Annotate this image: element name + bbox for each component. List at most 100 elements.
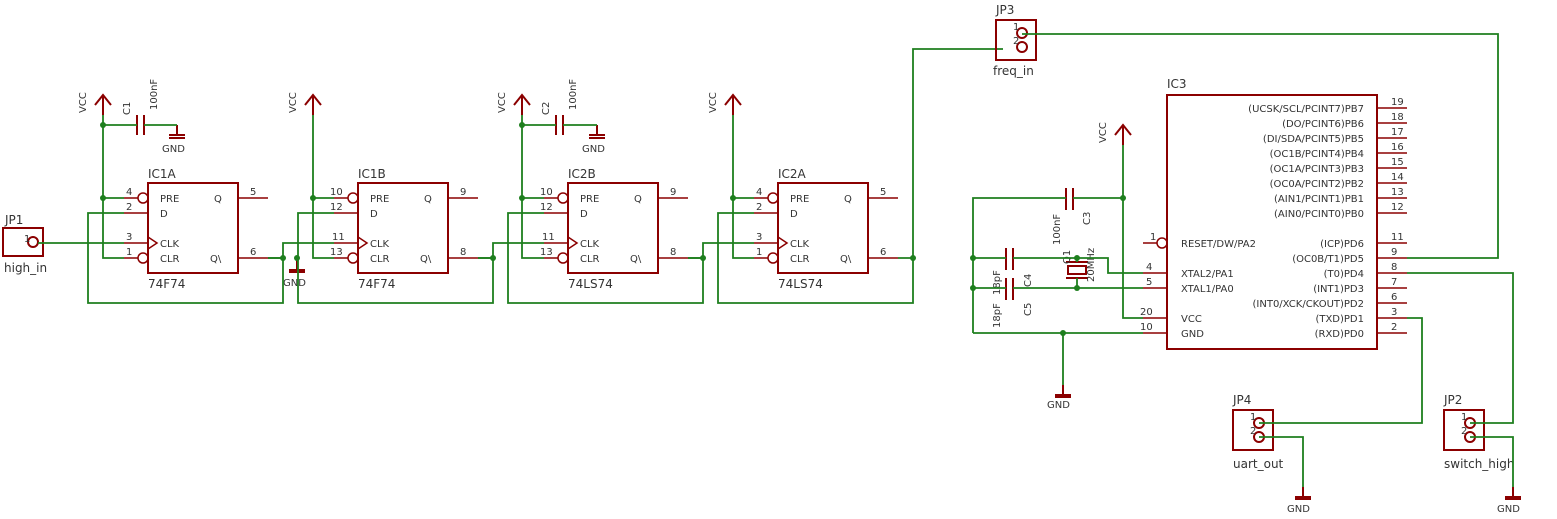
gnd-symbol-jp2: GND bbox=[1497, 486, 1522, 515]
c2-capacitor: C2 100nF GND bbox=[541, 79, 606, 155]
svg-text:11: 11 bbox=[542, 232, 555, 243]
svg-text:(T0)PD4: (T0)PD4 bbox=[1324, 269, 1364, 280]
svg-text:9: 9 bbox=[670, 187, 676, 198]
svg-text:GND: GND bbox=[1047, 400, 1070, 411]
jp4-header: JP4 uart_out 1 2 bbox=[1232, 393, 1284, 471]
c5-capacitor: 18pF C5 bbox=[992, 278, 1034, 328]
svg-text:VCC: VCC bbox=[497, 92, 508, 113]
ic2a-flipflop: IC2A 74LS74 PRE D CLK CLR Q Q\ 4 2 3 1 5… bbox=[753, 167, 899, 291]
svg-text:(INT0/XCK/CKOUT)PD2: (INT0/XCK/CKOUT)PD2 bbox=[1253, 299, 1365, 310]
svg-text:1: 1 bbox=[24, 234, 30, 245]
svg-text:2: 2 bbox=[756, 202, 762, 213]
svg-text:100nF: 100nF bbox=[568, 79, 579, 110]
svg-text:20: 20 bbox=[1140, 307, 1153, 318]
svg-text:1: 1 bbox=[1013, 22, 1019, 33]
svg-text:1: 1 bbox=[1250, 412, 1256, 423]
svg-text:CLR: CLR bbox=[370, 254, 390, 265]
svg-text:CLK: CLK bbox=[160, 239, 180, 250]
svg-text:18pF: 18pF bbox=[992, 270, 1003, 295]
svg-text:3: 3 bbox=[756, 232, 762, 243]
svg-text:CLK: CLK bbox=[370, 239, 390, 250]
svg-text:12: 12 bbox=[330, 202, 343, 213]
svg-text:8: 8 bbox=[670, 247, 676, 258]
svg-text:(RXD)PD0: (RXD)PD0 bbox=[1315, 329, 1364, 340]
svg-text:1: 1 bbox=[756, 247, 762, 258]
svg-text:C3: C3 bbox=[1082, 212, 1093, 225]
svg-text:GND: GND bbox=[283, 278, 306, 289]
gnd-symbol-ff: GND bbox=[283, 259, 306, 289]
c3-capacitor: 100nF C3 bbox=[1052, 188, 1093, 245]
svg-text:8: 8 bbox=[1391, 262, 1397, 273]
ic1a-label: IC1A bbox=[148, 167, 177, 181]
svg-text:3: 3 bbox=[126, 232, 132, 243]
svg-text:10: 10 bbox=[1140, 322, 1153, 333]
svg-text:6: 6 bbox=[1391, 292, 1397, 303]
vcc-symbol-5: VCC bbox=[1098, 122, 1132, 146]
svg-text:16: 16 bbox=[1391, 142, 1404, 153]
svg-text:(TXD)PD1: (TXD)PD1 bbox=[1315, 314, 1364, 325]
svg-text:D: D bbox=[160, 209, 168, 220]
freq-in-label: freq_in bbox=[993, 64, 1034, 78]
q1-crystal: Q1 20MHz bbox=[1062, 248, 1097, 282]
svg-text:5: 5 bbox=[250, 187, 256, 198]
svg-text:1: 1 bbox=[126, 247, 132, 258]
ic1b-flipflop: IC1B 74F74 PRE D CLK CLR Q Q\ 10 12 11 1… bbox=[330, 167, 479, 291]
vcc-symbol-2: VCC bbox=[288, 92, 322, 116]
svg-text:5: 5 bbox=[1146, 277, 1152, 288]
svg-text:12: 12 bbox=[540, 202, 553, 213]
jp1-label: JP1 bbox=[4, 213, 23, 227]
ic1a-part: 74F74 bbox=[148, 277, 185, 291]
svg-text:Q\: Q\ bbox=[840, 254, 852, 265]
ic2a-label: IC2A bbox=[778, 167, 807, 181]
svg-text:Q\: Q\ bbox=[210, 254, 222, 265]
svg-text:13: 13 bbox=[330, 247, 343, 258]
svg-text:C2: C2 bbox=[541, 102, 552, 115]
ic2b-part: 74LS74 bbox=[568, 277, 613, 291]
ic1b-label: IC1B bbox=[358, 167, 386, 181]
svg-text:17: 17 bbox=[1391, 127, 1404, 138]
gnd-symbol-jp4: GND bbox=[1287, 486, 1312, 515]
svg-text:D: D bbox=[370, 209, 378, 220]
svg-text:14: 14 bbox=[1391, 172, 1404, 183]
svg-text:RESET/DW/PA2: RESET/DW/PA2 bbox=[1181, 239, 1256, 250]
svg-text:Q\: Q\ bbox=[420, 254, 432, 265]
svg-text:CLR: CLR bbox=[790, 254, 810, 265]
svg-text:Q\: Q\ bbox=[630, 254, 642, 265]
svg-text:9: 9 bbox=[460, 187, 466, 198]
svg-text:Q: Q bbox=[424, 194, 432, 205]
svg-text:4: 4 bbox=[756, 187, 762, 198]
svg-text:XTAL2/PA1: XTAL2/PA1 bbox=[1181, 269, 1234, 280]
svg-text:20MHz: 20MHz bbox=[1086, 248, 1097, 282]
switch-high-label: switch_high bbox=[1444, 457, 1514, 471]
svg-text:18: 18 bbox=[1391, 112, 1404, 123]
gnd-symbol-ic3: GND bbox=[1047, 384, 1072, 411]
svg-text:GND: GND bbox=[582, 144, 605, 155]
svg-text:(DI/SDA/PCINT5)PB5: (DI/SDA/PCINT5)PB5 bbox=[1263, 134, 1364, 145]
svg-text:PRE: PRE bbox=[370, 194, 389, 205]
jp3-label: JP3 bbox=[995, 3, 1014, 17]
svg-text:2: 2 bbox=[1013, 36, 1019, 47]
jp1-header: JP1 high_in 1 bbox=[2, 213, 47, 275]
svg-text:D: D bbox=[790, 209, 798, 220]
svg-text:(OC0B/T1)PD5: (OC0B/T1)PD5 bbox=[1292, 254, 1364, 265]
high-in-label: high_in bbox=[4, 261, 47, 275]
svg-text:VCC: VCC bbox=[1098, 122, 1109, 143]
svg-text:(DO/PCINT6)PB6: (DO/PCINT6)PB6 bbox=[1282, 119, 1364, 130]
svg-text:13: 13 bbox=[540, 247, 553, 258]
svg-text:15: 15 bbox=[1391, 157, 1404, 168]
svg-text:2: 2 bbox=[1250, 426, 1256, 437]
svg-text:9: 9 bbox=[1391, 247, 1397, 258]
svg-text:GND: GND bbox=[162, 144, 185, 155]
ff-wiring bbox=[38, 48, 1003, 304]
svg-text:VCC: VCC bbox=[1181, 314, 1202, 325]
c1-capacitor: C1 100nF GND bbox=[122, 79, 186, 155]
svg-text:1: 1 bbox=[1150, 232, 1156, 243]
svg-text:6: 6 bbox=[250, 247, 256, 258]
svg-text:GND: GND bbox=[1287, 504, 1310, 515]
svg-text:C4: C4 bbox=[1023, 274, 1034, 287]
svg-text:GND: GND bbox=[1497, 504, 1520, 515]
ic3-wiring bbox=[970, 33, 1514, 487]
vcc-symbol-3: VCC bbox=[497, 92, 531, 116]
svg-text:12: 12 bbox=[1391, 202, 1404, 213]
svg-text:(OC1B/PCINT4)PB4: (OC1B/PCINT4)PB4 bbox=[1270, 149, 1364, 160]
